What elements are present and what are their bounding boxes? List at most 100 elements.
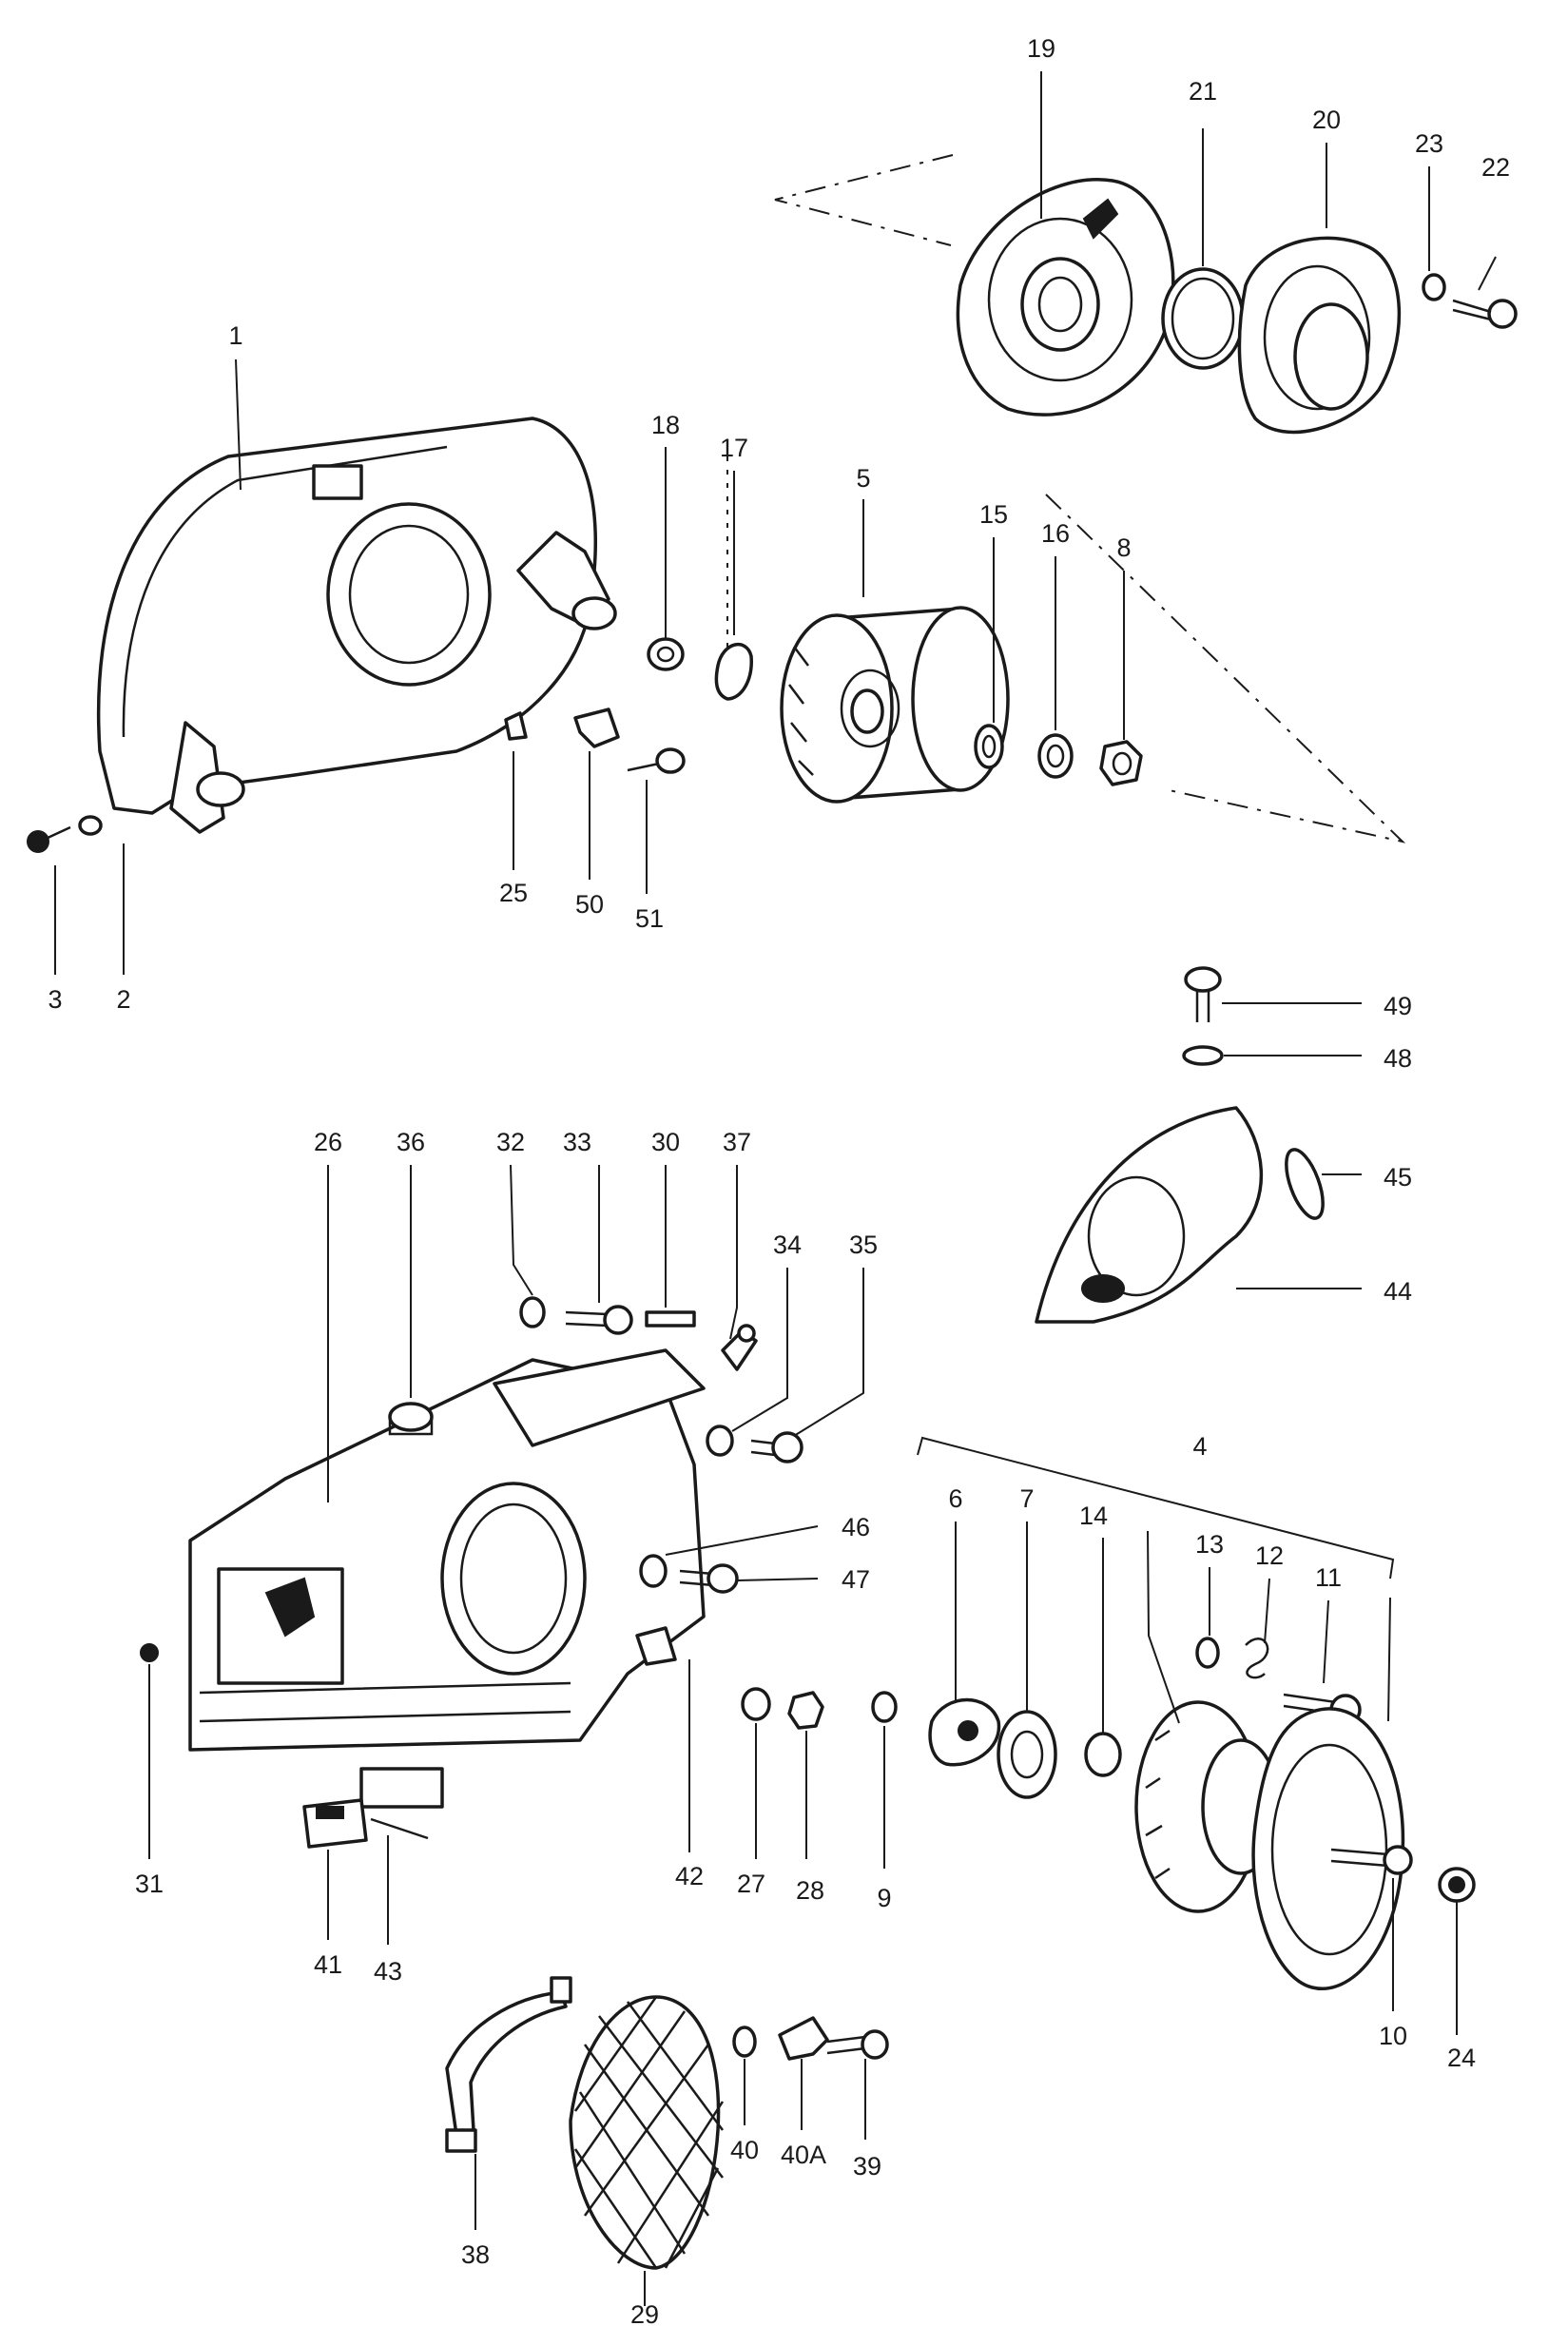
label-21: 21	[1189, 77, 1217, 106]
part-17-spacer	[714, 642, 753, 701]
part-38-strap	[445, 1976, 572, 2153]
label-7: 7	[1019, 1484, 1034, 1513]
part-44-air-deflector	[1035, 1106, 1264, 1324]
part-9-ring	[871, 1691, 898, 1723]
part-50-bracket-clip	[573, 707, 620, 748]
part-47-bolt	[679, 1563, 739, 1594]
label-9: 9	[877, 1884, 891, 1912]
label-8: 8	[1116, 533, 1131, 562]
label-3: 3	[48, 985, 62, 1014]
label-32: 32	[496, 1128, 525, 1156]
label-43: 43	[374, 1957, 402, 1986]
part-8-nut	[1099, 740, 1143, 786]
part-41-bracket	[302, 1798, 368, 1849]
label-24: 24	[1447, 2044, 1476, 2072]
label-42: 42	[675, 1862, 704, 1890]
label-44: 44	[1384, 1277, 1412, 1306]
part-4-pulley-drum	[1134, 1700, 1405, 1990]
part-20-cover-plate	[1237, 236, 1402, 435]
label-49: 49	[1384, 992, 1412, 1020]
label-33: 33	[563, 1128, 591, 1156]
part-37-valve	[721, 1324, 758, 1371]
part-35-bolt	[750, 1431, 803, 1463]
part-15-washer	[974, 724, 1004, 769]
label-51: 51	[635, 904, 664, 933]
label-48: 48	[1384, 1044, 1412, 1073]
part-16-washer	[1037, 733, 1074, 779]
group-4-bracket	[917, 1436, 1395, 1580]
part-24-nut	[1438, 1867, 1476, 1903]
part-36-cap	[388, 1402, 434, 1436]
label-5: 5	[856, 464, 870, 493]
label-47: 47	[842, 1565, 870, 1594]
part-5-fan	[780, 606, 1010, 804]
part-34-washer	[706, 1425, 734, 1457]
part-18-nut	[647, 637, 685, 671]
part-19-fan-cover	[956, 178, 1175, 417]
part-7-seal	[997, 1710, 1057, 1799]
part-42-clip	[635, 1626, 677, 1666]
label-38: 38	[461, 2240, 490, 2269]
label-15: 15	[979, 500, 1008, 529]
part-22-screw	[1452, 299, 1518, 329]
label-39: 39	[853, 2152, 881, 2181]
label-30: 30	[651, 1128, 680, 1156]
part-32-washer	[519, 1296, 546, 1328]
label-2: 2	[116, 985, 130, 1014]
label-40: 40	[730, 2136, 759, 2164]
label-1: 1	[228, 321, 242, 350]
leader-lines	[54, 71, 1497, 2306]
label-45: 45	[1384, 1163, 1412, 1192]
label-46: 46	[842, 1513, 870, 1541]
label-16: 16	[1041, 519, 1070, 548]
label-50: 50	[575, 890, 604, 919]
part-10-bolt	[1330, 1845, 1413, 1875]
part-51-screw	[627, 747, 686, 774]
part-2-washer	[78, 815, 103, 836]
part-29-grille	[569, 1995, 725, 2270]
part-26-engine-housing	[188, 1348, 706, 1809]
label-26: 26	[314, 1128, 342, 1156]
label-27: 27	[737, 1870, 765, 1898]
part-43-pin	[370, 1817, 429, 1840]
reference-labels: 1 2 3 25 50 51 18 17 5 15 16 8 19 21 20 …	[48, 34, 1510, 2326]
label-31: 31	[135, 1870, 164, 1898]
part-33-bolt	[565, 1305, 633, 1335]
part-23-washer	[1422, 273, 1446, 301]
label-35: 35	[849, 1231, 878, 1259]
part-6-bearing	[928, 1697, 1001, 1767]
part-12-spring-clip	[1245, 1638, 1269, 1679]
part-31-plug	[140, 1643, 159, 1662]
label-29: 29	[630, 2300, 659, 2326]
part-39-bolt	[826, 2029, 889, 2060]
part-28-nut	[787, 1691, 824, 1730]
part-40a-plate	[778, 2016, 829, 2061]
part-25-clip	[504, 711, 528, 741]
label-19: 19	[1027, 34, 1055, 63]
part-46-washer	[639, 1554, 668, 1588]
part-27-washer	[741, 1687, 771, 1721]
part-1-fan-housing-upper	[96, 417, 617, 834]
label-13: 13	[1195, 1530, 1224, 1559]
label-20: 20	[1312, 106, 1341, 134]
part-30-stud	[645, 1310, 696, 1328]
label-14: 14	[1079, 1502, 1108, 1530]
part-21-gasket	[1161, 267, 1245, 370]
part-3-screw	[27, 825, 71, 853]
label-4: 4	[1192, 1432, 1207, 1461]
label-36: 36	[397, 1128, 425, 1156]
part-48-washer	[1182, 1045, 1224, 1066]
label-11: 11	[1315, 1563, 1342, 1592]
part-13-washer	[1195, 1637, 1220, 1669]
part-40-washer	[732, 2026, 757, 2058]
label-23: 23	[1415, 129, 1443, 158]
part-14-washer	[1084, 1732, 1122, 1777]
label-18: 18	[651, 411, 680, 439]
label-12: 12	[1255, 1541, 1284, 1570]
part-49-screw	[1184, 966, 1222, 1022]
part-45-grommet	[1285, 1148, 1325, 1220]
label-22: 22	[1481, 153, 1510, 182]
label-10: 10	[1379, 2022, 1407, 2050]
label-41: 41	[314, 1950, 342, 1979]
